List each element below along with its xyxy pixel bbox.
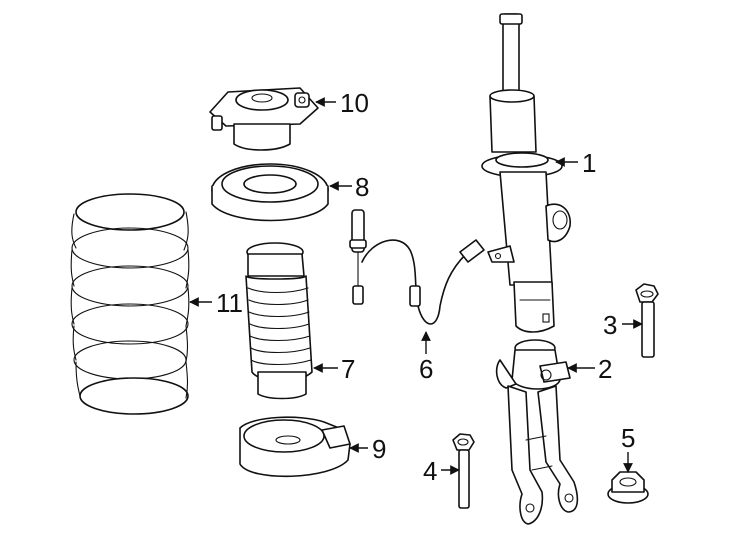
callout-10: 10 <box>340 88 369 118</box>
callout-6: 6 <box>419 354 433 384</box>
callout-11: 11 <box>216 288 243 318</box>
bolt-lower <box>452 433 475 509</box>
callout-numbers: 1 2 3 4 5 6 7 8 9 10 11 <box>216 88 635 486</box>
coil-spring <box>70 193 190 415</box>
callout-3: 3 <box>603 310 617 340</box>
callout-1: 1 <box>582 148 596 178</box>
callout-8: 8 <box>355 172 369 202</box>
callout-4: 4 <box>423 456 437 486</box>
sensor-wire-harness <box>349 209 485 325</box>
callout-2: 2 <box>598 354 612 384</box>
callout-9: 9 <box>372 434 386 464</box>
callout-leaders <box>189 97 643 475</box>
callout-5: 5 <box>621 423 635 453</box>
strut-assembly <box>481 13 571 333</box>
dust-boot <box>245 242 313 400</box>
bolt-upper <box>635 283 659 358</box>
flange-nut <box>607 471 649 504</box>
spring-upper-seat <box>211 163 329 222</box>
strut-mount <box>209 87 319 151</box>
spring-lower-seat <box>239 416 351 478</box>
callout-7: 7 <box>341 354 355 384</box>
strut-fork-knuckle <box>495 339 579 525</box>
